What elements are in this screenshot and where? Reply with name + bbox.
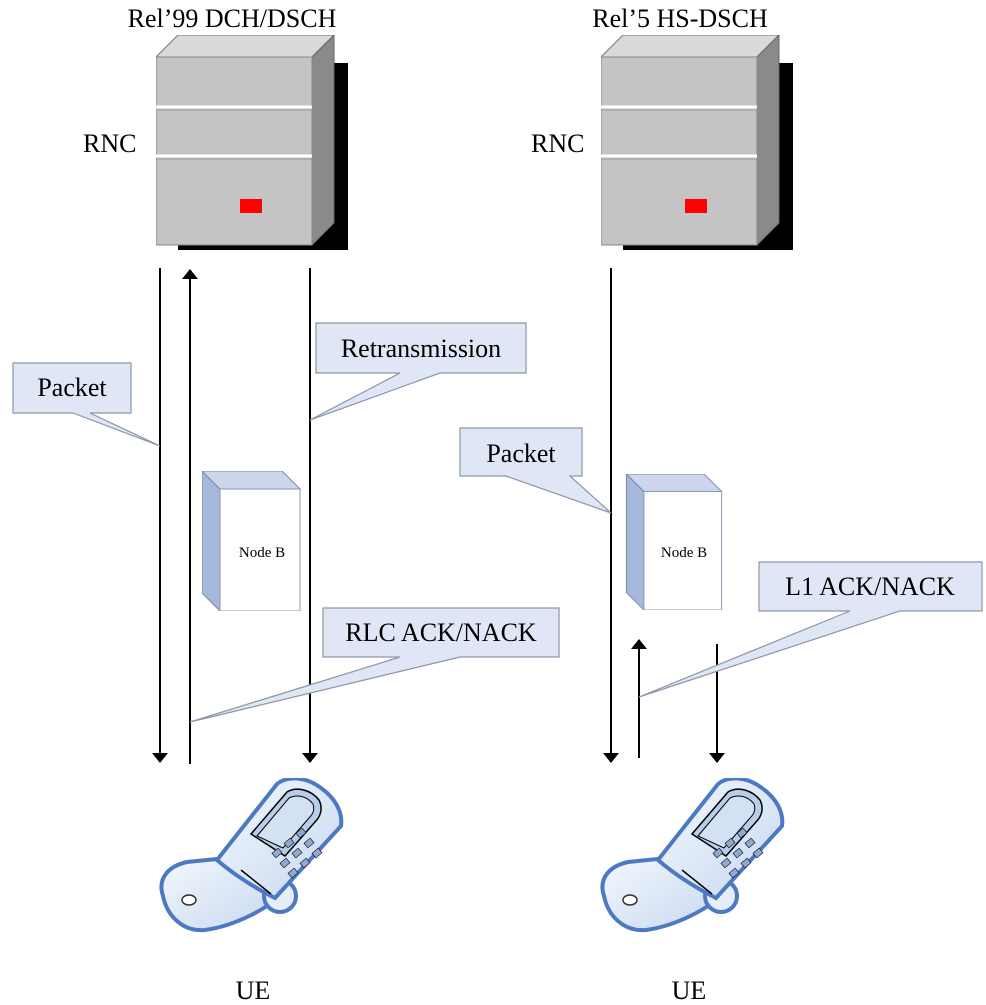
left-node-b-icon xyxy=(202,471,301,611)
right-title: Rel’5 HS-DSCH xyxy=(592,4,768,33)
left-packet-callout-text: Packet xyxy=(37,373,107,402)
right-packet-callout: Packet xyxy=(459,427,612,514)
right-rnc-server-icon xyxy=(601,35,795,252)
rlc-ack-callout: RLC ACK/NACK xyxy=(189,607,560,723)
right-node-b-icon xyxy=(625,474,723,610)
left-title: Rel’99 DCH/DSCH xyxy=(128,4,337,33)
right-rnc-label: RNC xyxy=(531,129,584,158)
left-ue-phone-icon xyxy=(159,778,344,933)
left-packet-callout: Packet xyxy=(12,362,161,447)
right-node-b-label: Node B xyxy=(661,545,707,561)
left-rnc-label: RNC xyxy=(83,129,136,158)
left-node-b-label: Node B xyxy=(239,545,285,561)
right-ue-label: UE xyxy=(672,976,707,1005)
retransmission-callout: Retransmission xyxy=(309,322,527,421)
left-rnc-server-icon xyxy=(156,35,350,252)
retransmission-callout-text: Retransmission xyxy=(341,334,501,363)
right-ue-phone-icon xyxy=(600,778,785,933)
left-ue-label: UE xyxy=(236,976,271,1005)
right-packet-callout-text: Packet xyxy=(486,439,556,468)
l1-ack-callout-text: L1 ACK/NACK xyxy=(785,572,955,601)
rlc-ack-callout-text: RLC ACK/NACK xyxy=(345,618,537,647)
l1-ack-callout: L1 ACK/NACK xyxy=(638,561,983,698)
